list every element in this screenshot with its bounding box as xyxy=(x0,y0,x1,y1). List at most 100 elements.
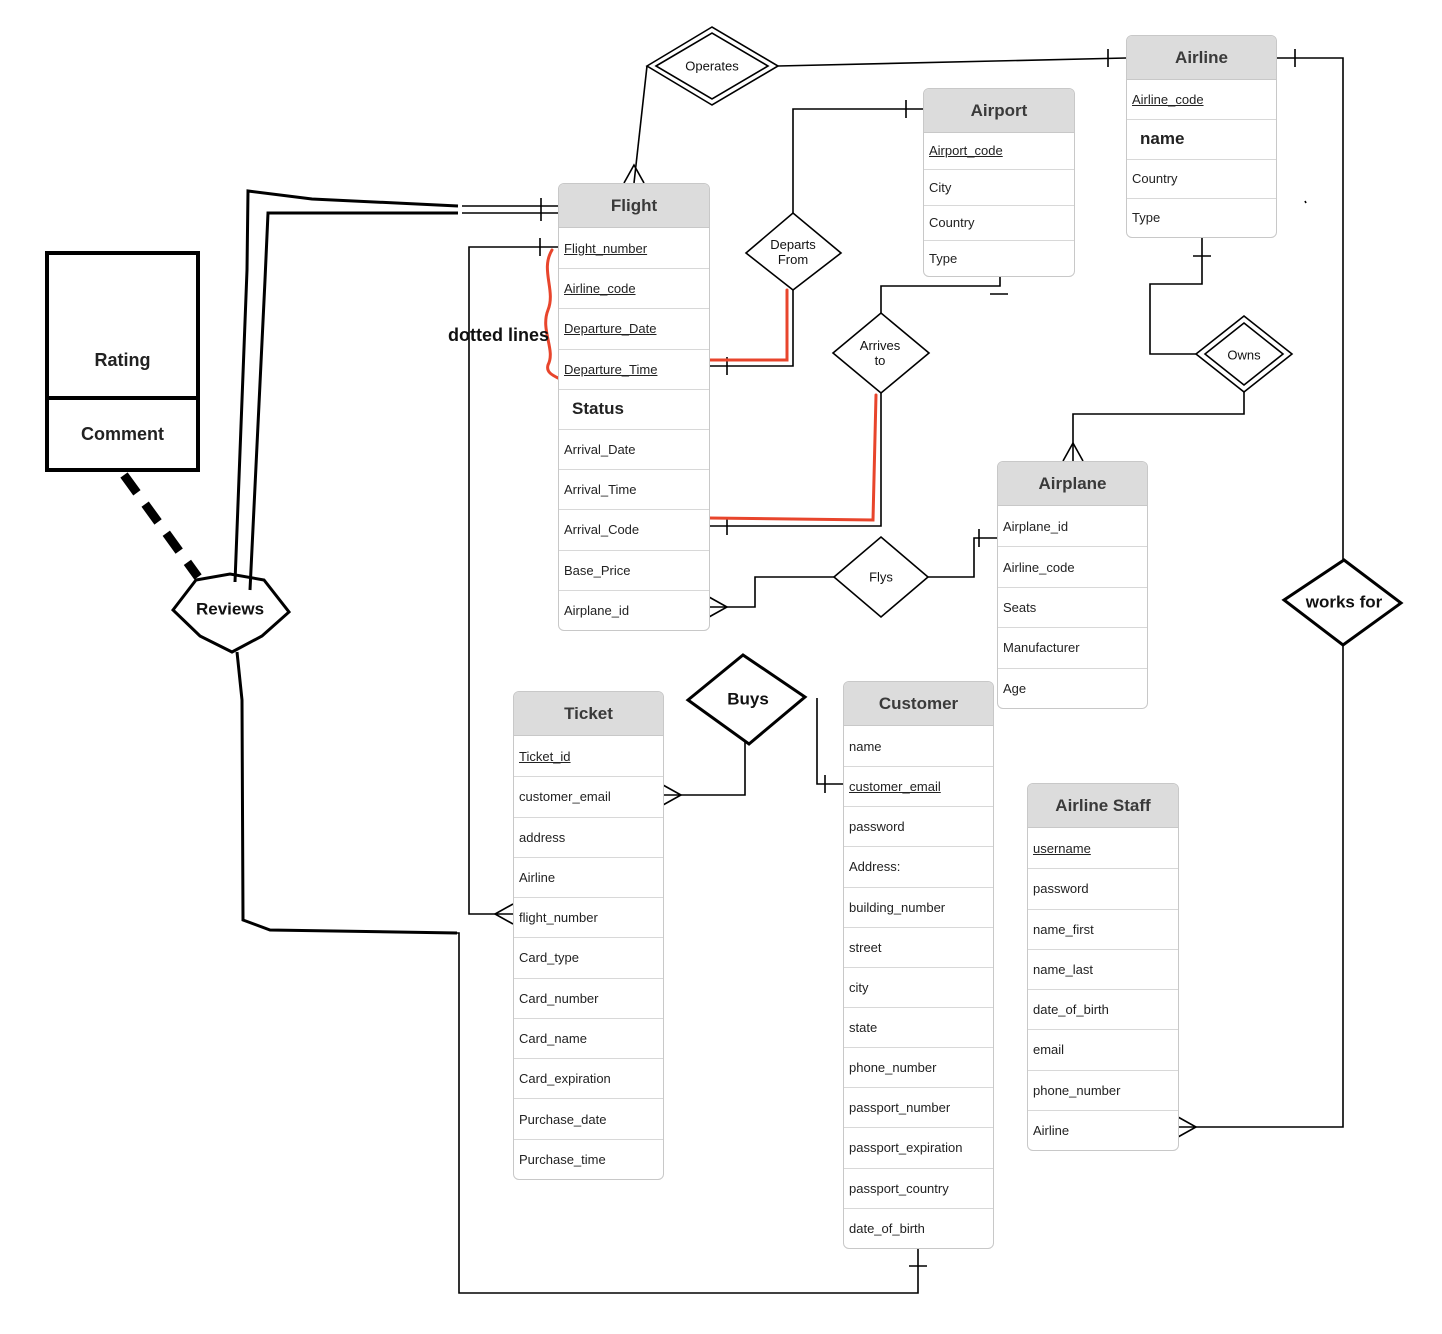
ticket-attribute: Card_expiration xyxy=(514,1058,663,1098)
ticket-attribute-text: flight_number xyxy=(519,910,598,926)
airline-staff-attribute: password xyxy=(1028,868,1178,908)
customer-attribute: building_number xyxy=(844,886,993,927)
customer-attribute: Address: xyxy=(844,846,993,886)
relationship-reviews: Reviews xyxy=(195,599,265,619)
flight-attribute: Departure_Date xyxy=(559,308,709,348)
airplane-attribute-text: Seats xyxy=(1003,599,1037,615)
flight-attribute-text: Departure_Date xyxy=(564,321,657,337)
flight-attribute-text: Base_Price xyxy=(564,562,631,578)
ticket-header: Ticket xyxy=(514,692,663,736)
ticket-attribute: customer_email xyxy=(514,776,663,816)
airline-staff-attribute-text: password xyxy=(1033,881,1089,897)
customer-attribute: passport_number xyxy=(844,1087,993,1127)
airline-staff-attribute-text: name_first xyxy=(1033,921,1094,937)
relationship-flys: Flys xyxy=(869,569,893,585)
airplane-attribute: Seats xyxy=(998,586,1147,627)
airline-attribute: Country xyxy=(1127,158,1276,198)
airline-staff-attribute-text: Airline xyxy=(1033,1122,1070,1138)
customer-attribute: phone_number xyxy=(844,1047,993,1087)
ticket-attribute: Ticket_id xyxy=(514,736,663,776)
customer-attribute-text: passport_number xyxy=(849,1100,951,1116)
ticket-attribute-text: customer_email xyxy=(519,789,611,805)
airport-attribute: Type xyxy=(924,240,1074,276)
airport-attribute-text: Country xyxy=(929,215,975,231)
customer-attribute: passport_country xyxy=(844,1167,993,1208)
flight-attribute: Airplane_id xyxy=(559,589,709,630)
airline-attribute: Airline_code xyxy=(1127,80,1276,119)
relationship-arrives-to: Arrives to xyxy=(860,338,900,368)
flight-attribute-text: Arrival_Time xyxy=(564,482,637,498)
flight-attribute: Arrival_Time xyxy=(559,469,709,509)
flight-attribute: Arrival_Code xyxy=(559,509,709,549)
flight-attribute: Status xyxy=(559,388,709,429)
customer-attribute-text: password xyxy=(849,819,905,835)
customer-attribute-text: name xyxy=(849,738,882,754)
customer-attribute-text: state xyxy=(849,1020,878,1036)
airport-attribute-text: Airport_code xyxy=(929,143,1003,159)
airplane-attribute-text: Manufacturer xyxy=(1003,640,1080,656)
customer-attribute: street xyxy=(844,926,993,967)
flight-attribute-text: Departure_Time xyxy=(564,361,658,377)
customer-attribute: passport_expiration xyxy=(844,1127,993,1167)
ticket-attribute: Airline xyxy=(514,856,663,897)
customer-attribute: customer_email xyxy=(844,766,993,806)
ticket-attribute-text: Card_expiration xyxy=(519,1071,611,1087)
customer-attribute-text: Address: xyxy=(849,859,901,875)
review-attributes-box: Rating Comment xyxy=(45,251,200,472)
customer-attribute-text: date_of_birth xyxy=(849,1220,925,1236)
ticket-attribute-text: Ticket_id xyxy=(519,748,571,764)
review-comment-label: Comment xyxy=(80,423,164,444)
customer-attribute: name xyxy=(844,726,993,766)
flight-attribute: Base_Price xyxy=(559,549,709,590)
customer-attribute-text: passport_expiration xyxy=(849,1140,963,1156)
airplane-attribute: Airplane_id xyxy=(998,506,1147,546)
airline-staff-attribute: phone_number xyxy=(1028,1069,1178,1110)
ticket-attribute: Purchase_time xyxy=(514,1138,663,1179)
airline-attribute-text: name xyxy=(1140,129,1185,149)
airline-staff-attribute: name_last xyxy=(1028,948,1178,989)
flight-attribute-text: Flight_number xyxy=(564,240,648,256)
airplane-attribute: Age xyxy=(998,667,1147,708)
customer-attribute: password xyxy=(844,806,993,846)
relationship-works-for: works for xyxy=(1305,592,1383,612)
airline-staff-attribute: email xyxy=(1028,1029,1178,1069)
ticket-attribute-text: Card_number xyxy=(519,990,599,1006)
airplane-header: Airplane xyxy=(998,462,1147,506)
ticket-attribute-text: Card_type xyxy=(519,950,579,966)
airline-attribute: name xyxy=(1127,119,1276,158)
relationship-buys: Buys xyxy=(727,689,769,709)
relationship-arrives-to-line-1: Arrives xyxy=(859,338,901,353)
flight-attribute-text: Status xyxy=(572,399,624,419)
airport-attribute-text: Type xyxy=(929,251,958,267)
flight-attribute-text: Arrival_Date xyxy=(564,442,636,458)
airport-attribute-text: City xyxy=(929,179,952,195)
relationship-departs-from: Departs From xyxy=(770,237,816,267)
airport-header: Airport xyxy=(924,89,1074,133)
airline-attribute: Type xyxy=(1127,197,1276,237)
airline-header: Airline xyxy=(1127,36,1276,80)
relationship-arrives-to-line-2: to xyxy=(874,353,886,368)
relationship-owns: Owns xyxy=(1227,347,1261,363)
ticket-attribute-text: Card_name xyxy=(519,1030,587,1046)
customer-attribute-text: customer_email xyxy=(849,779,941,795)
airline-attribute-text: Country xyxy=(1132,171,1178,187)
airline-staff-attribute-text: date_of_birth xyxy=(1033,1002,1109,1018)
airport-attribute: City xyxy=(924,168,1074,205)
airplane-attribute: Manufacturer xyxy=(998,627,1147,667)
customer-attribute: state xyxy=(844,1006,993,1047)
review-rating-label: Rating xyxy=(94,350,151,370)
relationship-departs-from-line-2: From xyxy=(777,252,809,267)
ticket-attribute-text: Airline xyxy=(519,869,556,885)
flight-attribute: Departure_Time xyxy=(559,348,709,389)
review-box-divider xyxy=(49,396,196,400)
ticket-attribute: Card_name xyxy=(514,1017,663,1058)
flight-header: Flight xyxy=(559,184,709,228)
airline-attribute-text: Airline_code xyxy=(1132,92,1204,108)
customer-attribute-text: city xyxy=(849,979,869,995)
airline-staff-attribute-text: username xyxy=(1033,840,1091,856)
customer-attribute: city xyxy=(844,966,993,1007)
